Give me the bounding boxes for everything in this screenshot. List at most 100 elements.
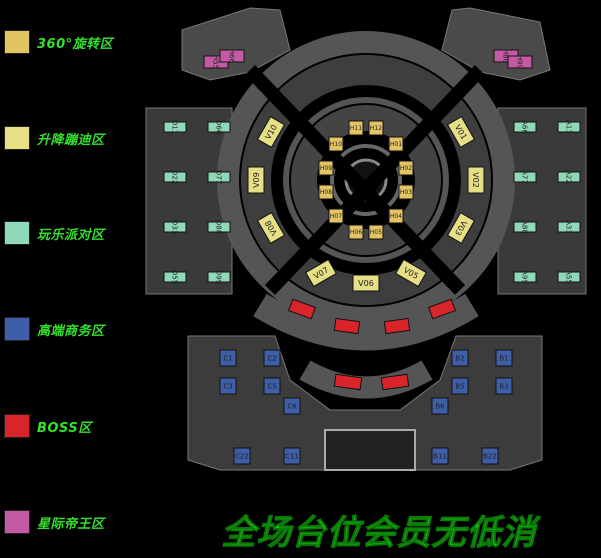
business-table-label: B2: [455, 354, 464, 362]
party-table[interactable]: A22: [557, 170, 581, 184]
legend-label: 升降蹦迪区: [37, 132, 105, 148]
party-table[interactable]: A77: [513, 170, 537, 184]
lift-table[interactable]: V08: [256, 212, 286, 244]
lift-table[interactable]: V07: [305, 258, 337, 288]
party-table-label: A66: [521, 120, 529, 134]
business-table[interactable]: C11: [283, 447, 301, 465]
lift-table[interactable]: V10: [256, 116, 286, 148]
business-table[interactable]: C3: [219, 377, 237, 395]
business-table[interactable]: B11: [431, 447, 449, 465]
party-table-shape: [163, 271, 187, 283]
party-table[interactable]: D22: [163, 170, 187, 184]
business-table[interactable]: C5: [263, 377, 281, 395]
lift-table[interactable]: V02: [467, 166, 485, 194]
business-table-shape: [263, 349, 281, 367]
rotate-table-shape: [328, 208, 344, 224]
rotate-table[interactable]: H01: [388, 136, 404, 152]
business-table-shape: [283, 397, 301, 415]
party-table[interactable]: D11: [163, 120, 187, 134]
aisle-diagonal-1: [244, 65, 466, 295]
party-table[interactable]: A66: [513, 120, 537, 134]
business-table[interactable]: B1: [495, 349, 513, 367]
lift-table[interactable]: V05: [395, 258, 427, 288]
rotate-table-label: H10: [330, 141, 342, 148]
boss-table[interactable]: [333, 373, 363, 391]
bottom-stage: [324, 429, 416, 471]
rotate-table-shape: [388, 136, 404, 152]
rotate-table-label: H07: [330, 213, 342, 220]
legend-item-rotate: 360°旋转区: [4, 29, 113, 55]
rotate-table[interactable]: H08: [318, 184, 334, 200]
party-table-label: D33: [171, 220, 179, 234]
rotate-table[interactable]: H02: [398, 160, 414, 176]
bottom-area: [187, 335, 543, 471]
business-table[interactable]: B3: [495, 377, 513, 395]
business-table[interactable]: C1: [219, 349, 237, 367]
business-table-shape: [219, 349, 237, 367]
lift-table-shape: [247, 166, 265, 194]
boss-table[interactable]: [288, 298, 316, 320]
party-table[interactable]: D77: [207, 170, 231, 184]
floor-structure: [145, 7, 587, 471]
party-table[interactable]: D55: [163, 270, 187, 284]
legend-item-boss: BOSS区: [4, 413, 92, 439]
party-table-shape: [163, 221, 187, 233]
party-table[interactable]: A99: [513, 270, 537, 284]
party-table[interactable]: D66: [207, 120, 231, 135]
party-table[interactable]: D99: [207, 270, 231, 284]
rotate-table-label: H08: [320, 189, 332, 196]
boss-table[interactable]: [333, 317, 361, 335]
rotate-table-label: H03: [400, 189, 412, 196]
legend-swatch: [4, 30, 30, 54]
lift-table-label: V06: [358, 279, 374, 288]
rotate-table[interactable]: H03: [398, 184, 414, 200]
boss-table[interactable]: [380, 373, 410, 391]
business-table[interactable]: B22: [481, 447, 499, 465]
business-table[interactable]: C2: [263, 349, 281, 367]
business-table-shape: [283, 447, 301, 465]
rotate-table[interactable]: H09: [318, 160, 334, 176]
party-table-shape: [513, 171, 537, 183]
lift-table[interactable]: V09: [247, 166, 265, 194]
rotate-table-label: H02: [400, 165, 412, 172]
party-table[interactable]: A88: [513, 220, 537, 234]
party-table-shape: [207, 171, 231, 183]
party-table[interactable]: D88: [207, 220, 231, 234]
business-table[interactable]: C6: [283, 397, 301, 415]
party-table[interactable]: A11: [557, 120, 581, 134]
boss-table[interactable]: [383, 317, 411, 335]
rotate-table[interactable]: H04: [388, 208, 404, 224]
boss-tables: [288, 298, 456, 391]
rotate-table[interactable]: H11: [348, 120, 364, 136]
rotate-table-label: H12: [370, 125, 382, 132]
business-table-label: B1: [499, 354, 508, 362]
rotate-ring: [291, 105, 441, 255]
business-table-shape: [495, 377, 513, 395]
lift-table[interactable]: V01: [446, 116, 476, 148]
boss-arc-1: [253, 293, 479, 351]
business-table[interactable]: B6: [431, 397, 449, 415]
business-table-label: C11: [285, 452, 299, 460]
rotate-table[interactable]: H10: [328, 136, 344, 152]
rotate-table[interactable]: H12: [368, 120, 384, 136]
business-table[interactable]: B5: [451, 377, 469, 395]
boss-table[interactable]: [428, 298, 456, 320]
party-table-shape: [163, 121, 187, 133]
party-table[interactable]: D33: [163, 220, 187, 234]
emperor-table[interactable]: H99: [507, 55, 533, 69]
lift-table[interactable]: V03: [446, 212, 476, 244]
rotate-table-shape: [318, 160, 334, 176]
business-table[interactable]: B2: [451, 349, 469, 367]
emperor-table[interactable]: H66: [219, 49, 245, 64]
party-table[interactable]: A33: [557, 220, 581, 234]
rotate-table[interactable]: H07: [328, 208, 344, 224]
lift-table-shape: [256, 116, 286, 148]
rotate-table[interactable]: H05: [368, 224, 384, 240]
business-table[interactable]: C22: [233, 447, 251, 465]
party-table[interactable]: A55: [557, 270, 581, 284]
lift-table[interactable]: V06: [352, 274, 380, 292]
rotate-table[interactable]: H06: [348, 224, 364, 240]
party-table-label: A99: [521, 270, 529, 284]
legend-item-party: 玩乐派对区: [4, 220, 105, 246]
rotate-table-label: H05: [370, 229, 382, 236]
